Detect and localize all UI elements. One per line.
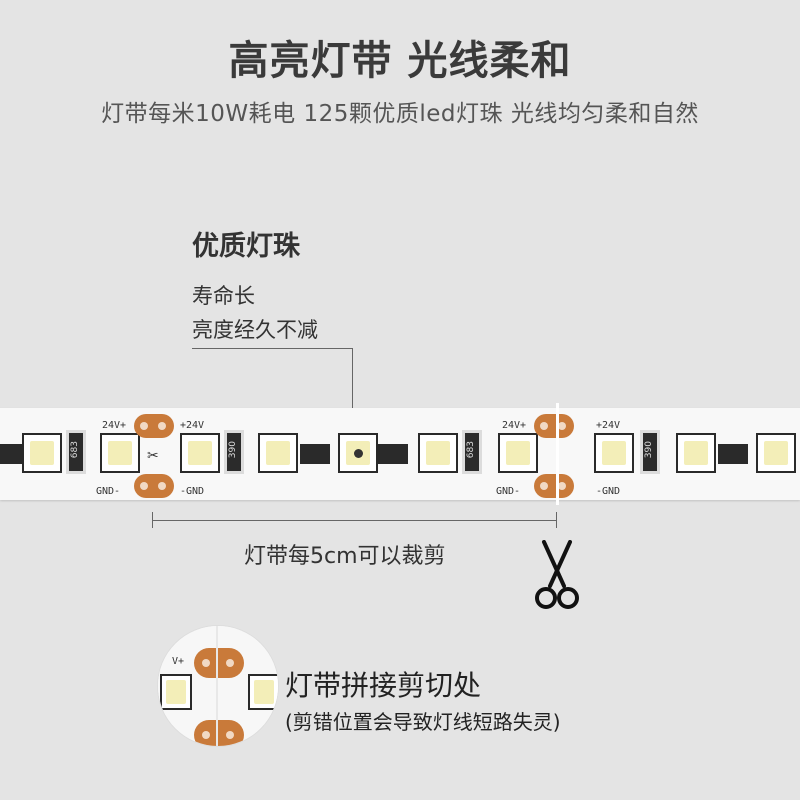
led-chip-highlighted: [338, 433, 378, 473]
label-gnd-right-2: -GND: [596, 486, 621, 497]
resistor: 683: [462, 430, 482, 474]
resistor: 390: [224, 430, 244, 474]
cut-line: [556, 403, 559, 505]
solder-pad: [534, 474, 574, 498]
led-chip: [160, 674, 192, 710]
callout-line-horizontal: [192, 348, 352, 349]
detail-label-v: V+: [172, 656, 185, 667]
feature-line-1: 寿命长: [192, 284, 255, 308]
led-chip: [248, 674, 278, 710]
label-24v-left-2: 24V+: [502, 420, 527, 431]
splice-title: 灯带拼接剪切处: [285, 669, 482, 702]
detail-cut-line: [216, 626, 218, 746]
led-chip: [100, 433, 140, 473]
resistor: 683: [66, 430, 86, 474]
solder-pad: [134, 474, 174, 498]
strip-ic: [0, 444, 24, 464]
led-chip: [22, 433, 62, 473]
solder-pad: [134, 414, 174, 438]
resistor: 390: [640, 430, 660, 474]
led-chip: [756, 433, 796, 473]
label-gnd-right: -GND: [180, 486, 205, 497]
page-title: 高亮灯带 光线柔和: [228, 38, 572, 84]
led-chip: [676, 433, 716, 473]
label-24v-left: 24V+: [102, 420, 127, 431]
page-subtitle: 灯带每米10W耗电 125颗优质led灯珠 光线均匀柔和自然: [101, 101, 699, 127]
label-24v-right-2: +24V: [596, 420, 621, 431]
cut-interval-label: 灯带每5cm可以裁剪: [244, 544, 446, 569]
feature-title: 优质灯珠: [192, 231, 300, 262]
label-24v-right: +24V: [180, 420, 205, 431]
led-chip: [258, 433, 298, 473]
solder-pad: [194, 720, 244, 746]
led-chip: [418, 433, 458, 473]
led-chip: [180, 433, 220, 473]
led-strip: 683 24V+ GND- ✂ +24V -GND 390 683 24V+ G…: [0, 408, 800, 500]
splice-note: (剪错位置会导致灯线短路失灵): [285, 710, 561, 734]
label-gnd-left: GND-: [96, 486, 121, 497]
dimension-line: [152, 520, 557, 521]
cut-mark-icon: ✂: [147, 448, 159, 464]
dimension-tick-right: [556, 512, 557, 528]
callout-line-vertical: [352, 348, 353, 454]
strip-ic: [718, 444, 748, 464]
feature-line-2: 亮度经久不减: [192, 318, 318, 342]
splice-detail-circle: V+: [158, 626, 278, 746]
strip-ic: [378, 444, 408, 464]
solder-pad: [534, 414, 574, 438]
strip-ic: [300, 444, 330, 464]
label-gnd-left-2: GND-: [496, 486, 521, 497]
solder-pad: [194, 648, 244, 678]
led-chip: [594, 433, 634, 473]
scissors-icon: [535, 540, 579, 609]
led-chip: [498, 433, 538, 473]
